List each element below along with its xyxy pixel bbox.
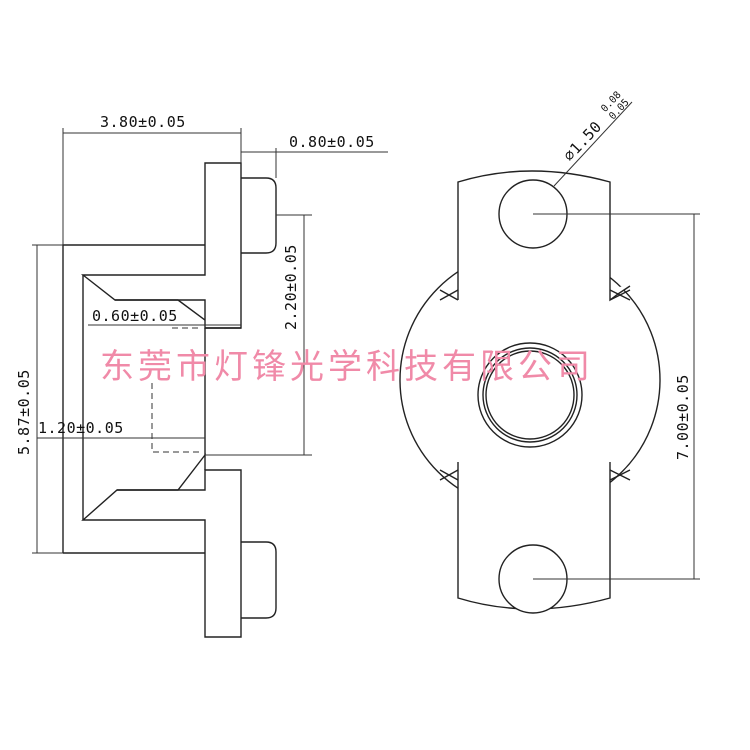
front-view-bore-outer xyxy=(477,342,583,448)
side-view-upper-pin xyxy=(241,177,277,254)
front-view-notch-bottom xyxy=(439,469,631,481)
side-view-hidden-recess xyxy=(151,383,200,453)
front-view-bore-inner xyxy=(485,350,575,440)
dim-leader-hole-diameter xyxy=(553,101,633,187)
front-view-bore-mid xyxy=(482,347,578,443)
dim-text-hole-spacing: 7.00±0.05 xyxy=(674,374,692,460)
side-view: 3.80±0.05 0.80±0.05 2.20±0.05 0.60±0.05 … xyxy=(15,113,388,638)
side-view-lower-pin xyxy=(241,541,277,619)
company-watermark: 东莞市灯锋光学科技有限公司 xyxy=(100,347,594,387)
dim-text-pin-height: 2.20±0.05 xyxy=(282,244,300,330)
dim-text-inner-width: 1.20±0.05 xyxy=(38,419,124,437)
front-view-notch-top xyxy=(439,289,631,301)
dim-text-step-width: 0.60±0.05 xyxy=(92,307,178,325)
side-view-lower-step xyxy=(117,452,206,491)
dim-text-hole-diameter: ⌀1.50 xyxy=(560,118,606,165)
dim-text-width-total: 3.80±0.05 xyxy=(100,113,186,131)
dim-text-flange: 0.80±0.05 xyxy=(289,133,375,151)
side-view-upper-step xyxy=(115,299,241,329)
side-view-body-lower xyxy=(63,469,242,638)
front-view: 7.00±0.05 ⌀1.50 0.08 0.05 xyxy=(399,90,700,614)
dim-text-total-height: 5.87±0.05 xyxy=(15,369,33,455)
